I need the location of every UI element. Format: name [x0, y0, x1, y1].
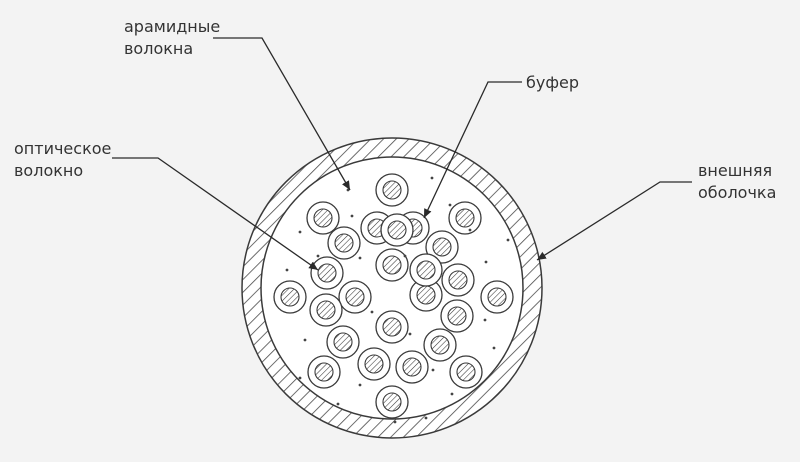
aramid-dot: [448, 203, 452, 207]
aramid-dot: [285, 268, 289, 272]
aramid-dot: [431, 368, 435, 372]
optical-fiber-10: [441, 263, 475, 297]
aramid-dot: [358, 256, 362, 260]
outer-jacket-leader-arrow: [536, 181, 692, 261]
aramid-dot: [403, 254, 407, 258]
optical-fiber-label-line-2: волокно: [14, 161, 84, 180]
fiber-core: [448, 270, 468, 290]
optical-fiber-15: [309, 293, 343, 327]
fiber-core: [382, 392, 402, 412]
aramid-dot: [492, 346, 496, 350]
fiber-core: [280, 287, 300, 307]
optical-fiber-23: [449, 355, 483, 389]
optical-fiber-7: [425, 230, 459, 264]
aramid-dot: [316, 254, 320, 258]
buffer-label-text: буфер: [526, 73, 580, 92]
aramid-dot: [468, 228, 472, 232]
optical-fiber-3: [448, 201, 482, 235]
optical-fiber-2: [306, 201, 340, 235]
aramid-fibers-label: арамидные волокна: [124, 16, 220, 60]
fiber-core: [447, 306, 467, 326]
buffer-label: буфер: [526, 72, 579, 94]
fiber-core: [382, 180, 402, 200]
aramid-dot: [298, 230, 302, 234]
aramid-dot: [484, 260, 488, 264]
optical-fiber-14: [480, 280, 514, 314]
aramid-dot: [358, 383, 362, 387]
fiber-core: [456, 362, 476, 382]
aramid-dot: [336, 402, 340, 406]
optical-fiber-22: [307, 355, 341, 389]
fiber-core: [430, 335, 450, 355]
optical-fiber-25: [380, 213, 414, 247]
outer-jacket-label: внешняя оболочка: [698, 160, 776, 204]
outer-jacket-label-line-1: внешняя: [698, 161, 773, 180]
optical-fiber-21: [395, 350, 429, 384]
buffer-leader-arrow: [423, 81, 522, 219]
aramid-dot: [370, 310, 374, 314]
optical-fiber-6: [327, 226, 361, 260]
aramid-leader-arrow: [213, 37, 351, 191]
optical-fiber-19: [423, 328, 457, 362]
aramid-dot: [350, 214, 354, 218]
optical-fiber-24: [375, 385, 409, 419]
fiber-core: [364, 354, 384, 374]
aramid-dot: [424, 416, 428, 420]
fiber-core: [487, 287, 507, 307]
optical-fiber-26: [409, 253, 443, 287]
aramid-dot: [483, 318, 487, 322]
optical-fiber-17: [375, 310, 409, 344]
optical-fiber-leader-arrow: [112, 157, 319, 271]
fiber-core: [382, 255, 402, 275]
aramid-dot: [450, 392, 454, 396]
fiber-core: [455, 208, 475, 228]
aramid-dot: [430, 176, 434, 180]
optical-fiber-12: [338, 280, 372, 314]
optical-fiber-16: [440, 299, 474, 333]
fiber-core: [316, 300, 336, 320]
optical-fiber-label: оптическое волокно: [14, 138, 111, 182]
aramid-label-line-2: волокна: [124, 39, 194, 58]
optical-fiber-8: [310, 256, 344, 290]
fiber-core: [345, 287, 365, 307]
optical-fiber-20: [357, 347, 391, 381]
fiber-core: [387, 220, 407, 240]
aramid-dot: [408, 332, 412, 336]
fiber-core: [416, 260, 436, 280]
optical-fiber-1: [375, 173, 409, 207]
optical-fiber-18: [326, 325, 360, 359]
aramid-dot: [303, 338, 307, 342]
fiber-core: [314, 362, 334, 382]
optical-fiber-label-line-1: оптическое: [14, 139, 112, 158]
fiber-core: [317, 263, 337, 283]
aramid-dot: [298, 376, 302, 380]
aramid-dot: [506, 238, 510, 242]
aramid-fiber-dots: [285, 176, 510, 424]
fiber-core: [416, 285, 436, 305]
fiber-core: [432, 237, 452, 257]
fiber-core: [333, 332, 353, 352]
optical-fiber-11: [273, 280, 307, 314]
aramid-dot: [393, 420, 397, 424]
outer-jacket-label-line-2: оболочка: [698, 183, 777, 202]
fiber-bundle: [273, 173, 514, 419]
fiber-core: [334, 233, 354, 253]
fiber-core: [382, 317, 402, 337]
optical-fiber-9: [375, 248, 409, 282]
fiber-core: [402, 357, 422, 377]
fiber-core: [313, 208, 333, 228]
aramid-label-line-1: арамидные: [124, 17, 221, 36]
